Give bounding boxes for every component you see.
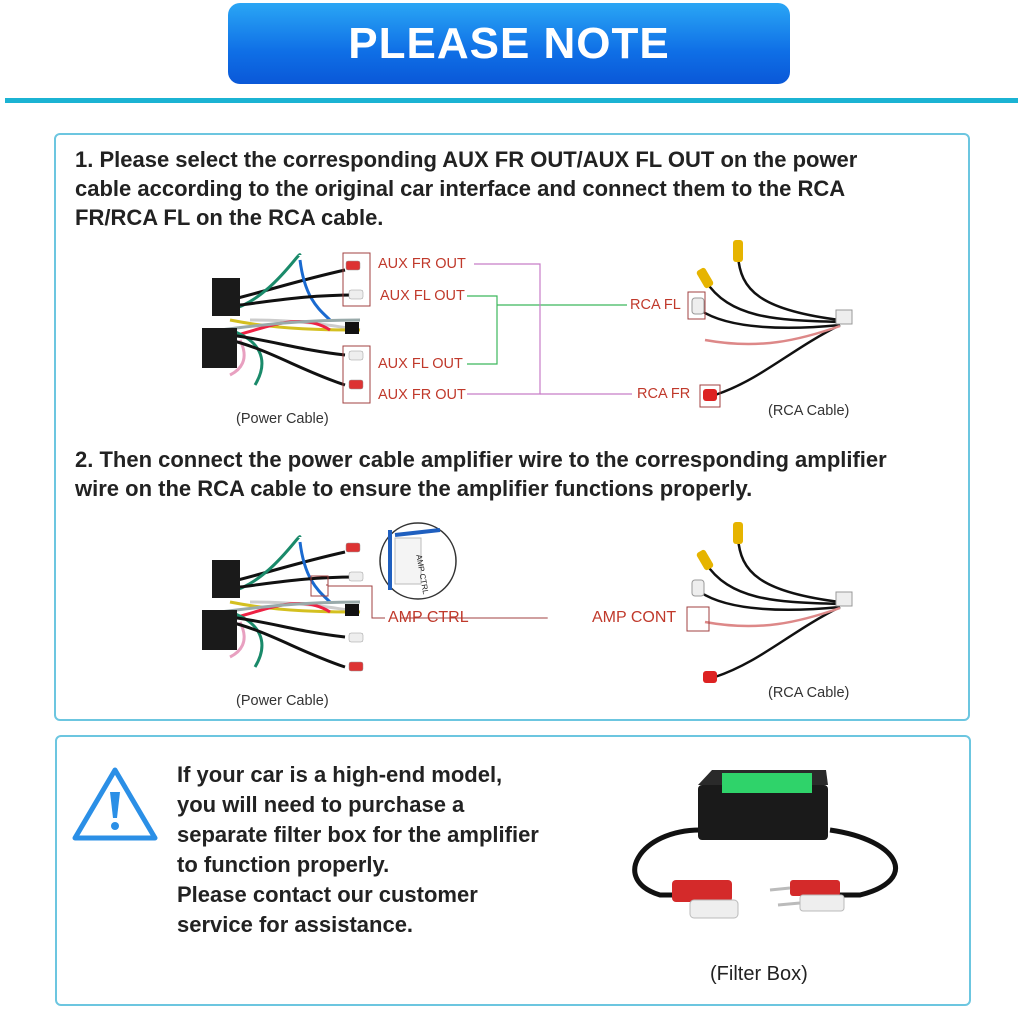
highlight-box [686, 606, 710, 632]
fr-connector-line [467, 263, 541, 395]
aux-fr-out-label: AUX FR OUT [378, 256, 466, 272]
step-1-text: 1. Please select the corresponding AUX F… [75, 145, 965, 232]
step-1-line: FR/RCA FL on the RCA cable. [75, 205, 384, 230]
amp-cont-label: AMP CONT [592, 609, 677, 626]
highlight-box [699, 384, 721, 408]
filter-box-caption: (Filter Box) [710, 963, 808, 985]
rca-fr-label: RCA FR [637, 386, 691, 402]
warning-icon [72, 767, 158, 841]
banner-title: PLEASE NOTE [348, 18, 670, 68]
instructions-panel [54, 133, 970, 721]
step-1-line: cable according to the original car inte… [75, 176, 846, 201]
please-note-banner: PLEASE NOTE [228, 3, 790, 84]
power-cable-illustration [202, 535, 364, 672]
highlight-box [342, 345, 371, 404]
highlight-box [342, 252, 371, 307]
power-cable-caption: (Power Cable) [236, 693, 329, 709]
rca-cable-caption: (RCA Cable) [768, 685, 850, 701]
notice-line: separate filter box for the amplifier [177, 822, 539, 847]
step-2-line: 2. Then connect the power cable amplifie… [75, 447, 887, 472]
notice-line: service for assistance. [177, 912, 414, 937]
filter-box-panel [55, 735, 971, 1006]
step-1-line: 1. Please select the corresponding AUX F… [75, 147, 858, 172]
power-cable-illustration [202, 253, 364, 390]
notice-line: Please contact our customer [177, 882, 478, 907]
rca-cable-illustration [691, 522, 853, 683]
aux-fr-out-label: AUX FR OUT [378, 387, 466, 403]
rca-fl-label: RCA FL [630, 297, 681, 313]
notice-line: If your car is a high-end model, [177, 762, 503, 787]
rca-cable-caption: (RCA Cable) [768, 403, 850, 419]
filter-box-illustration [632, 770, 898, 919]
step-2-line: wire on the RCA cable to ensure the ampl… [75, 476, 753, 501]
fl-connector-line [467, 295, 498, 365]
divider [5, 98, 1018, 103]
aux-fl-out-label: AUX FL OUT [380, 288, 465, 304]
filter-box-notice: If your car is a high-end model, you wil… [177, 760, 539, 940]
amp-ctrl-label: AMP CTRL [388, 609, 469, 626]
amp-connector-line [328, 585, 385, 619]
power-cable-caption: (Power Cable) [236, 411, 329, 427]
rca-cable-illustration [691, 240, 853, 401]
notice-line: to function properly. [177, 852, 390, 877]
highlight-box [687, 291, 706, 320]
notice-line: you will need to purchase a [177, 792, 465, 817]
aux-fl-out-label: AUX FL OUT [378, 356, 463, 372]
step-2-text: 2. Then connect the power cable amplifie… [75, 445, 965, 503]
